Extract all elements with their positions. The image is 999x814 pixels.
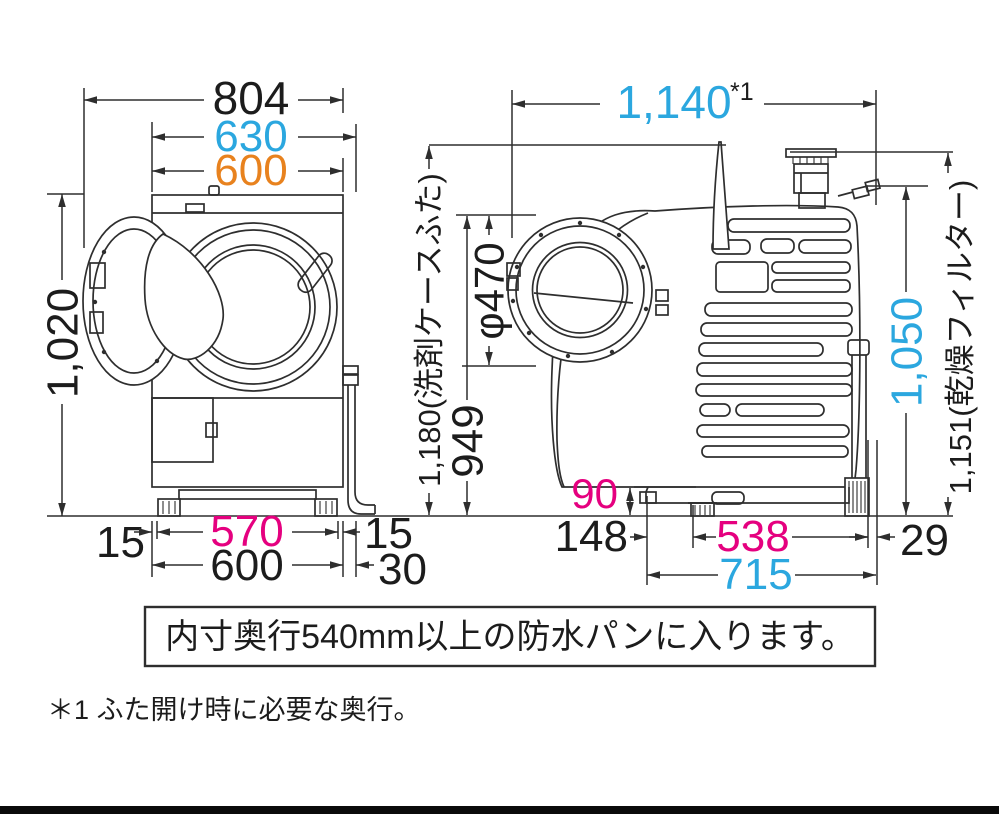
- dim-side-door-top-height: 949: [443, 404, 492, 477]
- side-door-ring: [507, 217, 653, 363]
- front-hose-connector: [342, 365, 359, 375]
- dim-front-right-gap: 15: [364, 509, 413, 558]
- dim-front-feet-span: 570: [210, 507, 283, 556]
- dim-side-dry-filter-height: 1,151(乾燥フィルター): [943, 180, 978, 495]
- dim-front-hose-gap: 30: [378, 545, 427, 594]
- front-top-knob: [208, 185, 220, 196]
- side-hinge: [506, 262, 521, 277]
- dim-front-body-width: 600: [214, 146, 287, 195]
- door-glass: [143, 233, 225, 361]
- dim-side-front-foot-offset: 148: [555, 512, 628, 561]
- side-view-drawing: [506, 141, 882, 517]
- bottom-black-bar: [0, 806, 999, 814]
- notes: 内寸奥行540mm以上の防水パンに入ります。 ＊1 ふた開け時に必要な奥行。: [47, 605, 877, 725]
- dim-side-water-inlet-height: 1,050: [882, 297, 931, 407]
- footnote-text: ＊1 ふた開け時に必要な奥行。: [47, 695, 421, 725]
- dim-front-left-gap: 15: [96, 518, 145, 567]
- pan-note-text: 内寸奥行540mm以上の防水パンに入ります。: [165, 618, 855, 656]
- dim-front-bottom-width: 600: [210, 541, 283, 590]
- dim-side-depth-ref-mark: *1: [730, 78, 754, 106]
- dim-side-detergent-lid-height: 1,180(洗剤ケースふた): [412, 173, 447, 487]
- side-vents: [695, 218, 853, 458]
- front-view-drawing: [82, 185, 376, 517]
- side-ring-screws: [510, 220, 649, 359]
- rear-hose-elbow: [837, 178, 882, 200]
- dim-side-base-depth: 715: [719, 550, 792, 599]
- door-handle: [297, 252, 333, 294]
- dim-side-feet-span: 538: [716, 512, 789, 561]
- detergent-lid-open: [712, 141, 730, 250]
- door-hinge: [89, 262, 106, 289]
- dim-front-width-with-hose: 630: [214, 112, 287, 161]
- front-dimensions: 804 630 600 1,020 15 570 15 600: [38, 72, 427, 594]
- front-drawer: [151, 397, 214, 463]
- side-dimensions: 1,140 *1 1,180(洗剤ケースふた) 949 φ470 1,050 1…: [412, 76, 978, 599]
- dim-front-total-width: 804: [213, 72, 290, 124]
- dim-side-base-height: 90: [571, 470, 618, 517]
- dim-side-door-diameter: φ470: [466, 242, 513, 339]
- water-inlet: [785, 148, 837, 209]
- dim-side-depth-lid-open: 1,140: [616, 76, 731, 128]
- dim-front-height: 1,020: [38, 288, 87, 398]
- dim-side-rear-gap: 29: [900, 516, 949, 565]
- pan-note-box: [143, 605, 877, 668]
